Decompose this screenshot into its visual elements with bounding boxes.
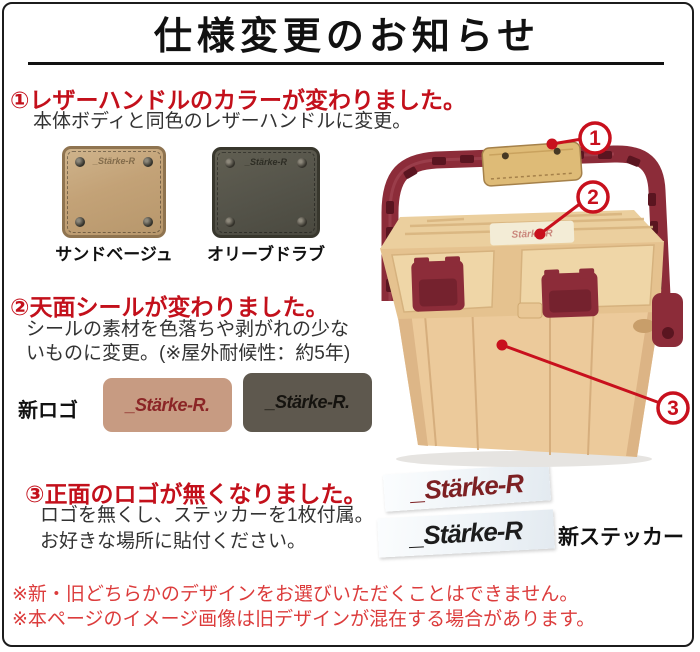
- rivet-icon: [143, 217, 153, 227]
- embossed-logo: _Stärke-R: [92, 156, 136, 166]
- section-2-body: シールの素材を色落ちや剥がれの少な いものに変更。(※屋外耐候性：約5年): [26, 318, 350, 366]
- swatch-label-olive: オリーブドラブ: [207, 245, 325, 264]
- storage-box-illustration: Stärke-R: [380, 121, 690, 467]
- page-border: [2, 2, 694, 647]
- rivet-icon: [297, 158, 307, 168]
- starke-logo: _Stärke-R.: [125, 394, 210, 415]
- footer-note-1: ※新・旧どちらかのデザインをお選びいただくことはできません。: [12, 584, 579, 605]
- section-3-body: ロゴを無くし、ステッカーを1枚付属。 お好きな場所に貼付ください。: [40, 503, 374, 555]
- stitch-border: [67, 151, 161, 233]
- section-1-body: 本体ボディと同色のレザーハンドルに変更。: [33, 111, 412, 132]
- callout-3-badge: 3: [656, 391, 690, 425]
- leather-swatch-olive: _Stärke-R: [212, 147, 320, 238]
- starke-logo: _Stärke-R: [409, 515, 523, 551]
- section-3-heading: ③正面のロゴが無くなりました。: [25, 475, 366, 509]
- footer-note-2: ※本ページのイメージ画像は旧デザインが混在する場合があります。: [12, 609, 596, 630]
- embossed-logo: _Stärke-R: [244, 157, 288, 167]
- svg-text:2: 2: [587, 186, 599, 209]
- footer-notes: ※新・旧どちらかのデザインをお選びいただくことはできません。 ※本ページのイメー…: [12, 582, 595, 632]
- product-photo: Stärke-R: [372, 105, 700, 473]
- section-2-heading: ②天面シールが変わりました。: [10, 288, 328, 322]
- section-3-body-line2: お好きな場所に貼付ください。: [40, 531, 307, 552]
- section-3-heading-text: 正面のロゴが無くなりました。: [44, 481, 367, 507]
- section-1-number: ①: [10, 87, 30, 113]
- leather-swatch-sand: _Stärke-R: [62, 146, 166, 238]
- page-title: 仕様変更のお知らせ: [153, 16, 541, 58]
- callout-2-badge: 2: [576, 180, 610, 214]
- swatch-label-sand: サンドベージュ: [55, 245, 173, 264]
- section-2-heading-text: 天面シールが変わりました。: [29, 294, 329, 320]
- stitch-border: [217, 152, 315, 233]
- section-2-body-line1: シールの素材を色落ちや剥がれの少な: [26, 319, 350, 340]
- section-3-number: ③: [25, 481, 45, 507]
- starke-logo: _Stärke-R.: [265, 392, 350, 412]
- new-sticker-label: 新ステッカー: [558, 526, 684, 549]
- section-2-number: ②: [10, 294, 30, 320]
- rivet-icon: [75, 157, 85, 167]
- section-2-body-line2: いものに変更。(※屋外耐候性：約5年): [26, 343, 351, 364]
- logo-chip-tan: _Stärke-R.: [103, 378, 232, 432]
- logo-chip-gray: _Stärke-R.: [243, 373, 372, 432]
- rivet-icon: [225, 158, 235, 168]
- rivet-icon: [75, 217, 85, 227]
- callout-1-badge: 1: [578, 121, 612, 155]
- svg-text:1: 1: [589, 127, 601, 150]
- rivet-icon: [143, 157, 153, 167]
- leather-grip: [481, 141, 583, 187]
- latch-right: [541, 268, 599, 318]
- new-logo-label: 新ロゴ: [18, 400, 78, 422]
- rivet-icon: [297, 217, 307, 227]
- section-3-body-line1: ロゴを無くし、ステッカーを1枚付属。: [40, 505, 374, 526]
- title-underline: [28, 62, 664, 65]
- section-1-heading: ①レザーハンドルのカラーが変わりました。: [10, 81, 466, 115]
- section-1-heading-text: レザーハンドルのカラーが変わりました。: [29, 87, 467, 113]
- starke-logo: _Stärke-R: [409, 468, 525, 506]
- rivet-icon: [225, 217, 235, 227]
- svg-text:3: 3: [667, 397, 679, 420]
- latch-left: [411, 256, 465, 312]
